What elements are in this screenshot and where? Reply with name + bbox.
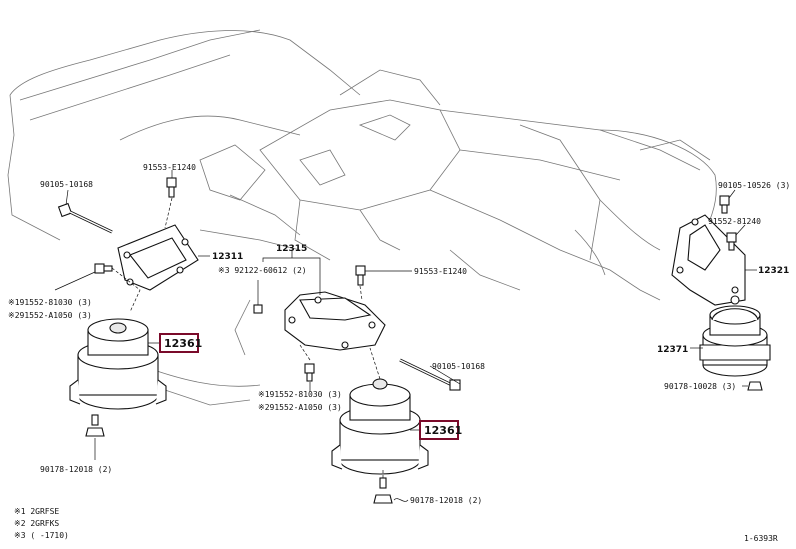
bolt-91553-e1240-mid	[355, 265, 366, 286]
nut-90178-12018-mid	[373, 477, 393, 504]
bracket-12311	[117, 224, 199, 291]
label-12361-left: 12361	[164, 337, 202, 350]
label-12315: 12315	[276, 244, 307, 254]
label-12321: 12321	[758, 266, 789, 276]
label-291552-left: ※291552-A1050 (3)	[8, 311, 92, 320]
label-91552-81240: 91552-81240	[708, 217, 761, 226]
nut-90178-10028	[747, 381, 763, 391]
highlight-12361-mid[interactable]: 12361	[419, 420, 462, 440]
right-mount-assembly	[671, 189, 771, 391]
mount-12361-left	[69, 318, 167, 410]
label-12311: 12311	[212, 252, 243, 262]
label-91553-e1240-top: 91553-E1240	[143, 163, 196, 172]
label-191552-left: ※191552-81030 (3)	[8, 298, 92, 307]
bolt-191552-left	[94, 263, 113, 274]
label-90178-12018-mid: 90178-12018 (2)	[410, 496, 482, 505]
footnote-3: ※3 ( -1710)	[14, 531, 69, 540]
label-92122: ※3 92122-60612 (2)	[218, 266, 307, 275]
label-90105-10526: 90105-10526 (3)	[718, 181, 790, 190]
highlight-12361-left[interactable]: 12361	[159, 333, 202, 353]
bolt-91553-e1240-top	[166, 177, 177, 198]
label-90178-10028: 90178-10028 (3)	[664, 382, 736, 391]
label-191552-mid: ※191552-81030 (3)	[258, 390, 342, 399]
bracket-12315	[284, 291, 386, 351]
engine-outline	[7, 29, 717, 406]
footnotes: ※1 2GRFSE ※2 2GRFKS ※3 ( -1710)	[14, 507, 69, 540]
mount-12361-mid	[331, 378, 429, 475]
footnote-1: ※1 2GRFSE	[14, 507, 59, 516]
bolt-90105-10168-left	[57, 202, 113, 234]
bolt-90105-10168-mid	[399, 358, 461, 391]
mount-12371	[699, 295, 771, 377]
nut-90178-12018-left	[85, 414, 105, 437]
label-91553-e1240-mid: 91553-E1240	[414, 267, 467, 276]
label-291552-mid: ※291552-A1050 (3)	[258, 403, 342, 412]
bolt-191552-mid	[304, 363, 315, 382]
bracket-12321	[671, 214, 746, 306]
label-90178-12018-left: 90178-12018 (2)	[40, 465, 112, 474]
middle-mount-assembly	[253, 250, 461, 504]
left-mount-assembly	[54, 170, 210, 460]
label-12371: 12371	[657, 345, 688, 355]
label-12361-mid: 12361	[424, 424, 462, 437]
label-90105-10168-left: 90105-10168	[40, 180, 93, 189]
label-90105-10168-mid: 90105-10168	[432, 362, 485, 371]
pin-92122	[253, 304, 263, 314]
bolt-91552-81240	[726, 232, 737, 251]
figure-id: 1-6393R	[744, 534, 778, 543]
bolt-90105-10526	[719, 195, 730, 214]
footnote-2: ※2 2GRFKS	[14, 519, 59, 528]
